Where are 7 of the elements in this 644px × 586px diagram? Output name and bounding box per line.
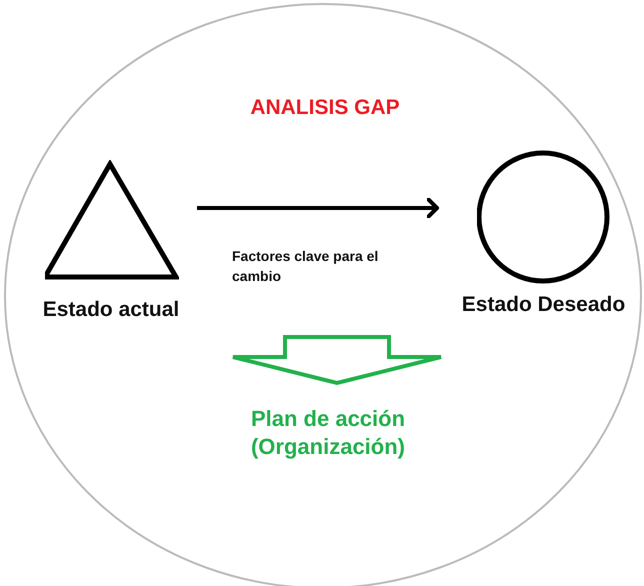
node-label: Estado Deseado: [460, 293, 626, 317]
edge-label: Factores clave para el cambio: [232, 247, 380, 286]
node-label: Estado actual: [42, 298, 180, 322]
action-plan-text: Plan de acción (Organización): [250, 405, 406, 461]
block-arrow: [231, 335, 443, 386]
title: ANALISIS GAP: [249, 96, 401, 120]
arrow: [197, 196, 439, 220]
